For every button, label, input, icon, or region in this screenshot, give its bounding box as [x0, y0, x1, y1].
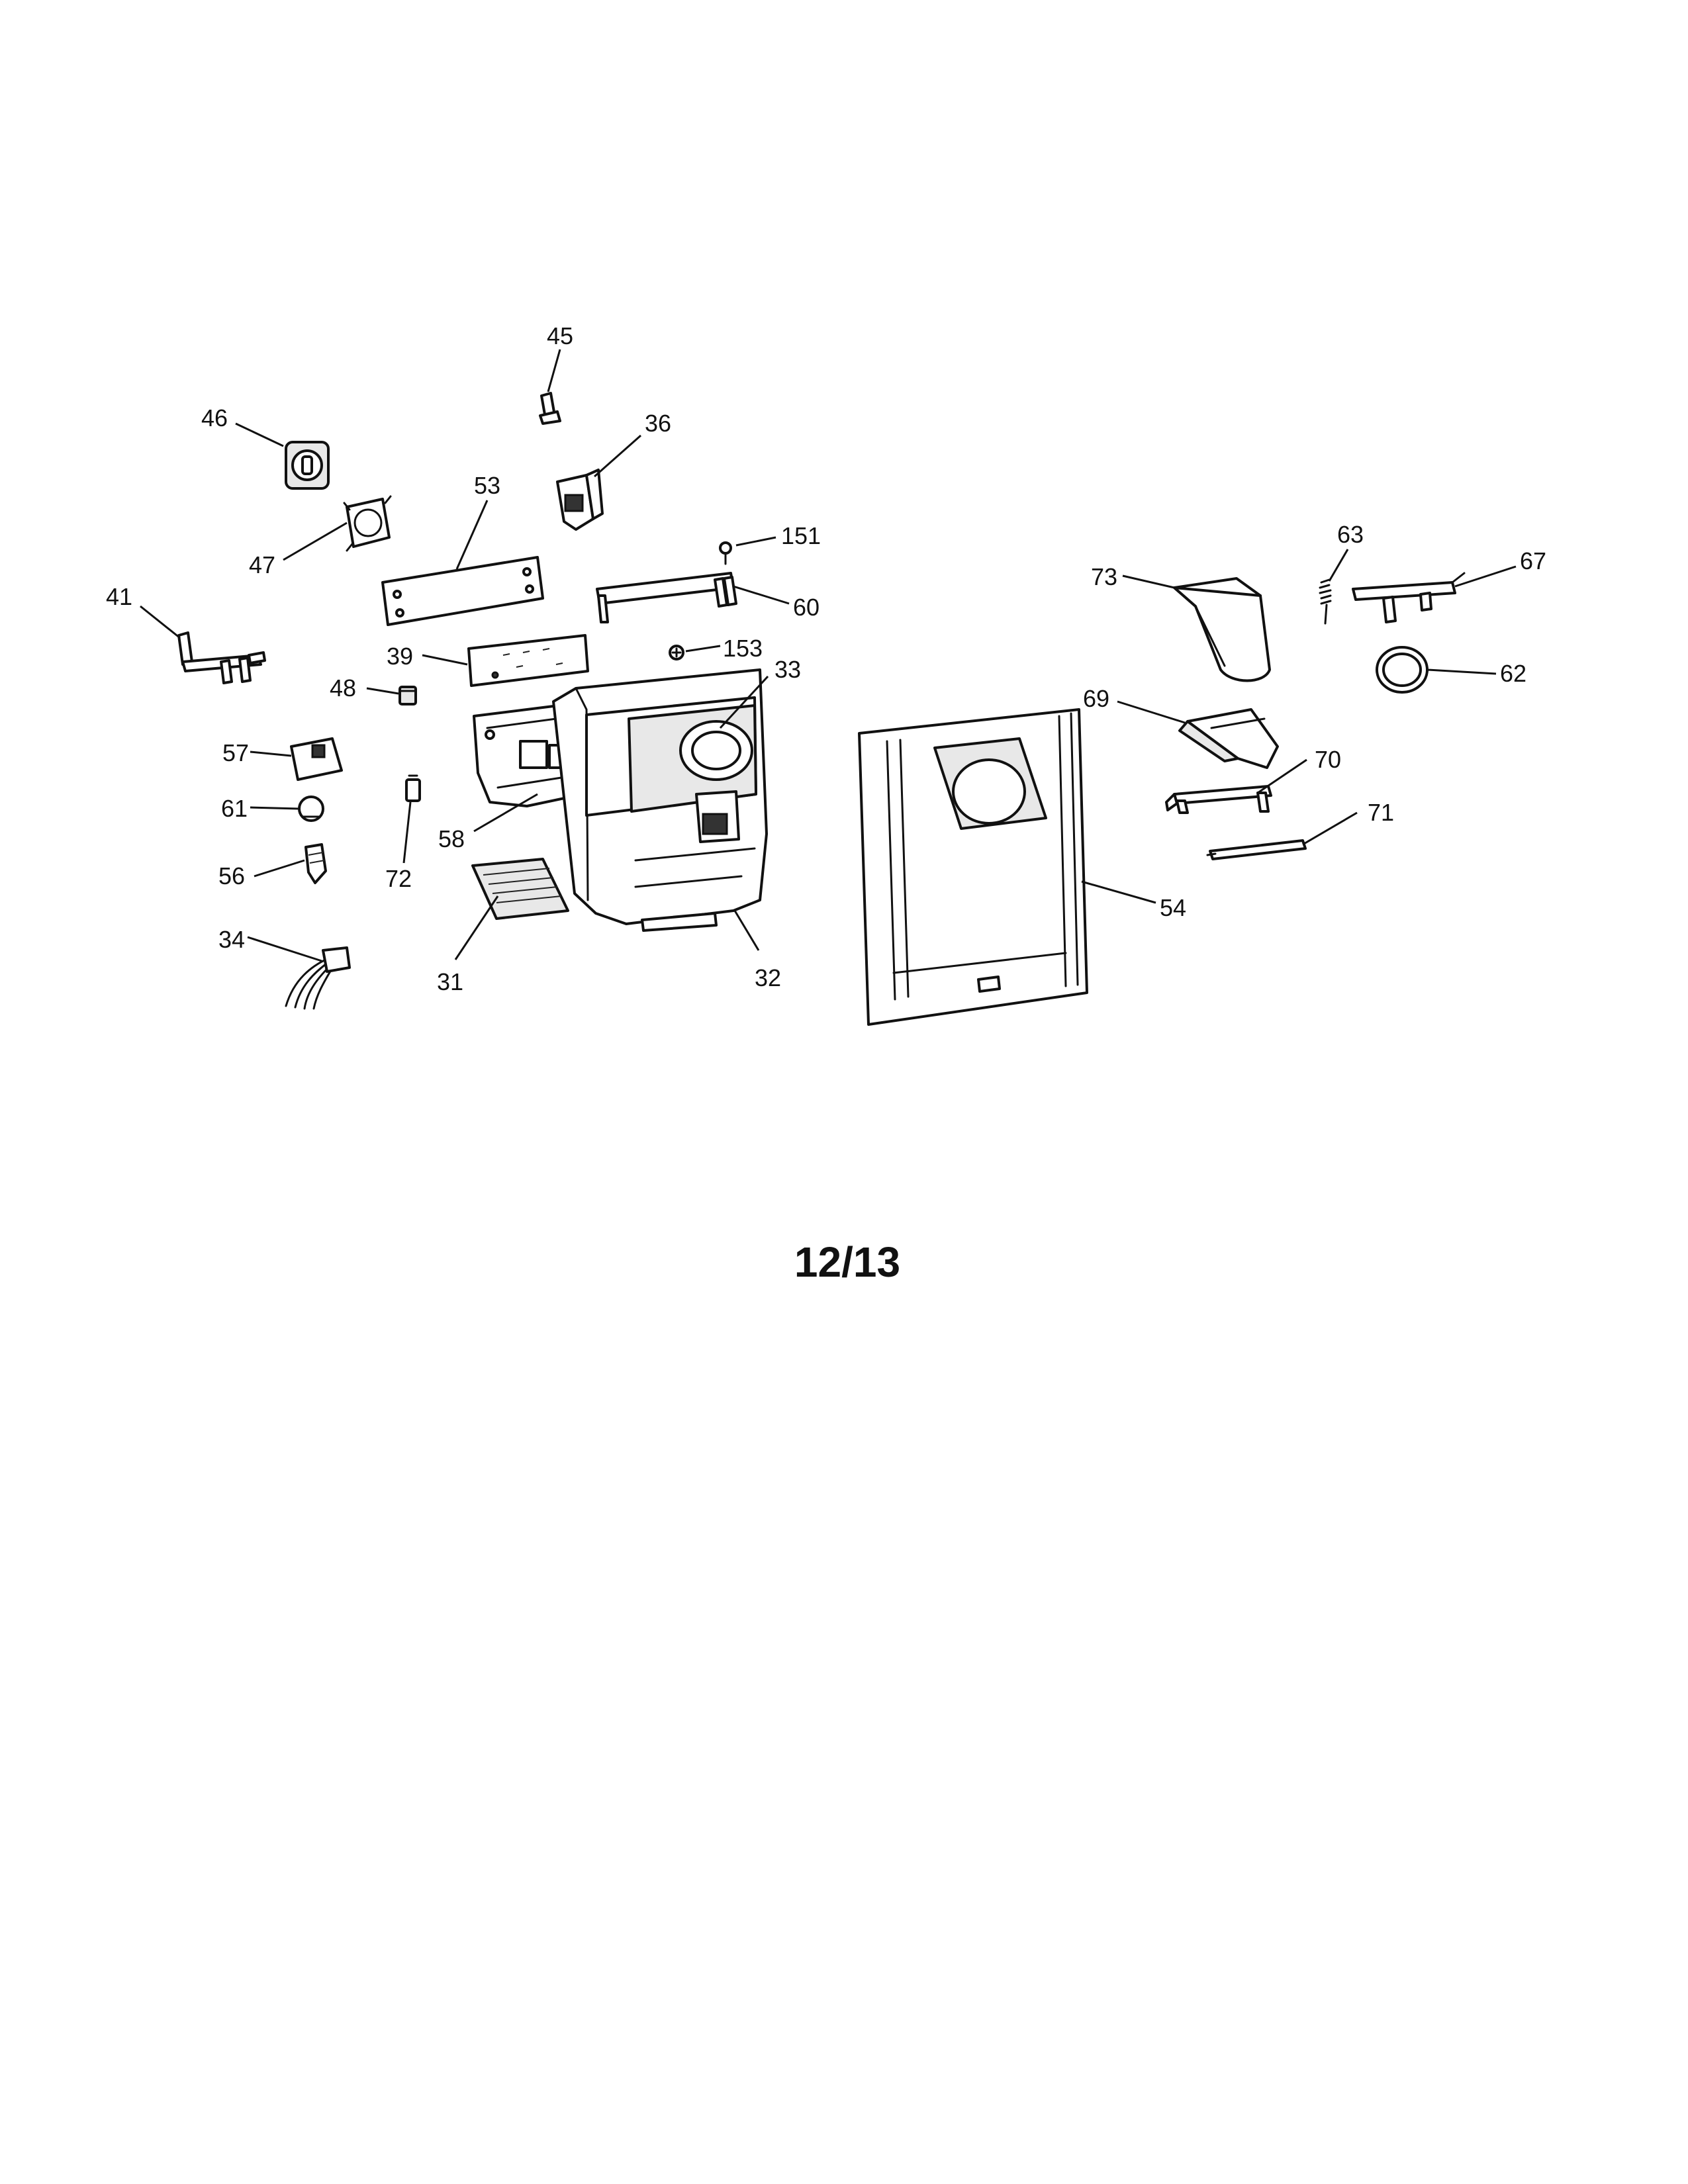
callout-54: 54 [1160, 894, 1186, 921]
part-72-clip [405, 774, 421, 802]
callout-69: 69 [1083, 685, 1109, 712]
leader-57 [250, 751, 292, 757]
callout-34: 34 [218, 926, 245, 953]
leader-lines [140, 349, 1517, 962]
callout-33: 33 [774, 656, 801, 683]
callout-151: 151 [781, 522, 821, 549]
part-71-rod [1206, 839, 1307, 860]
callout-62: 62 [1500, 660, 1526, 687]
part-31-drip-tray [471, 858, 569, 920]
callout-56: 56 [218, 862, 245, 889]
leader-45 [547, 349, 561, 392]
leader-39 [422, 654, 468, 666]
leader-71 [1302, 811, 1358, 846]
leader-151 [735, 536, 776, 547]
leader-63 [1328, 549, 1349, 582]
part-69-flap [1178, 708, 1279, 769]
leader-41 [140, 605, 181, 639]
part-47-actuator [343, 495, 392, 552]
part-60-bar-bracket [596, 572, 737, 623]
callout-153: 153 [723, 635, 763, 662]
part-62-ring [1376, 646, 1429, 694]
callout-53: 53 [474, 472, 500, 499]
leader-48 [366, 687, 399, 695]
callout-labels: 45 46 36 53 47 151 60 41 39 153 33 48 57… [106, 322, 1546, 995]
part-70-frame [1165, 785, 1272, 814]
leader-54 [1081, 880, 1156, 904]
leader-72 [402, 801, 412, 864]
part-53-cover-plate [381, 556, 544, 626]
callout-46: 46 [201, 404, 228, 432]
part-54-cover-panel [858, 708, 1088, 1026]
callout-60: 60 [793, 594, 820, 621]
callout-31: 31 [437, 968, 463, 995]
part-33-dispenser-housing [552, 668, 768, 932]
leader-47 [283, 522, 348, 561]
part-63-spring [1319, 578, 1332, 625]
callout-70: 70 [1315, 746, 1341, 773]
leader-36 [594, 434, 641, 478]
leader-31 [454, 895, 499, 960]
callout-41: 41 [106, 583, 132, 610]
part-151-screw [719, 541, 732, 565]
leader-67 [1454, 565, 1517, 588]
callout-48: 48 [330, 674, 356, 702]
part-67-bracket [1352, 572, 1466, 623]
callout-63: 63 [1337, 521, 1364, 548]
callout-32: 32 [755, 964, 781, 991]
callout-58: 58 [438, 825, 465, 852]
leader-32 [733, 910, 760, 951]
leader-60 [733, 585, 790, 605]
part-153-screw [669, 645, 684, 660]
leader-46 [235, 422, 284, 447]
leader-73 [1122, 574, 1175, 589]
callout-61: 61 [221, 795, 248, 822]
callout-39: 39 [387, 643, 413, 670]
leader-33 [719, 675, 769, 729]
page-number-label: 12/13 [794, 1238, 901, 1286]
part-45-clip [539, 392, 561, 425]
part-39-control-board [467, 634, 589, 687]
leader-53 [455, 500, 489, 570]
part-73-ice-chute [1173, 577, 1271, 682]
callout-47: 47 [249, 551, 275, 578]
part-48-block [399, 686, 417, 705]
leader-56 [254, 859, 305, 878]
callout-67: 67 [1520, 547, 1546, 574]
part-61-socket [298, 796, 324, 822]
leader-153 [685, 645, 721, 653]
part-57-solenoid [290, 737, 343, 781]
callout-36: 36 [645, 410, 671, 437]
callout-71: 71 [1368, 799, 1394, 826]
leader-34 [247, 936, 322, 962]
part-46-knob [285, 441, 330, 490]
part-34-wire-harness [285, 946, 351, 1010]
callout-72: 72 [385, 865, 412, 892]
part-36-switch-bracket [556, 469, 604, 531]
part-56-bulb [305, 843, 327, 884]
callout-73: 73 [1091, 563, 1117, 590]
callout-45: 45 [547, 322, 573, 349]
leader-70 [1257, 758, 1307, 794]
leader-61 [250, 806, 300, 810]
part-41-lever-bracket [177, 631, 266, 684]
callout-57: 57 [222, 739, 249, 766]
leader-62 [1427, 668, 1497, 675]
leader-58 [473, 793, 538, 833]
leader-69 [1117, 700, 1186, 724]
